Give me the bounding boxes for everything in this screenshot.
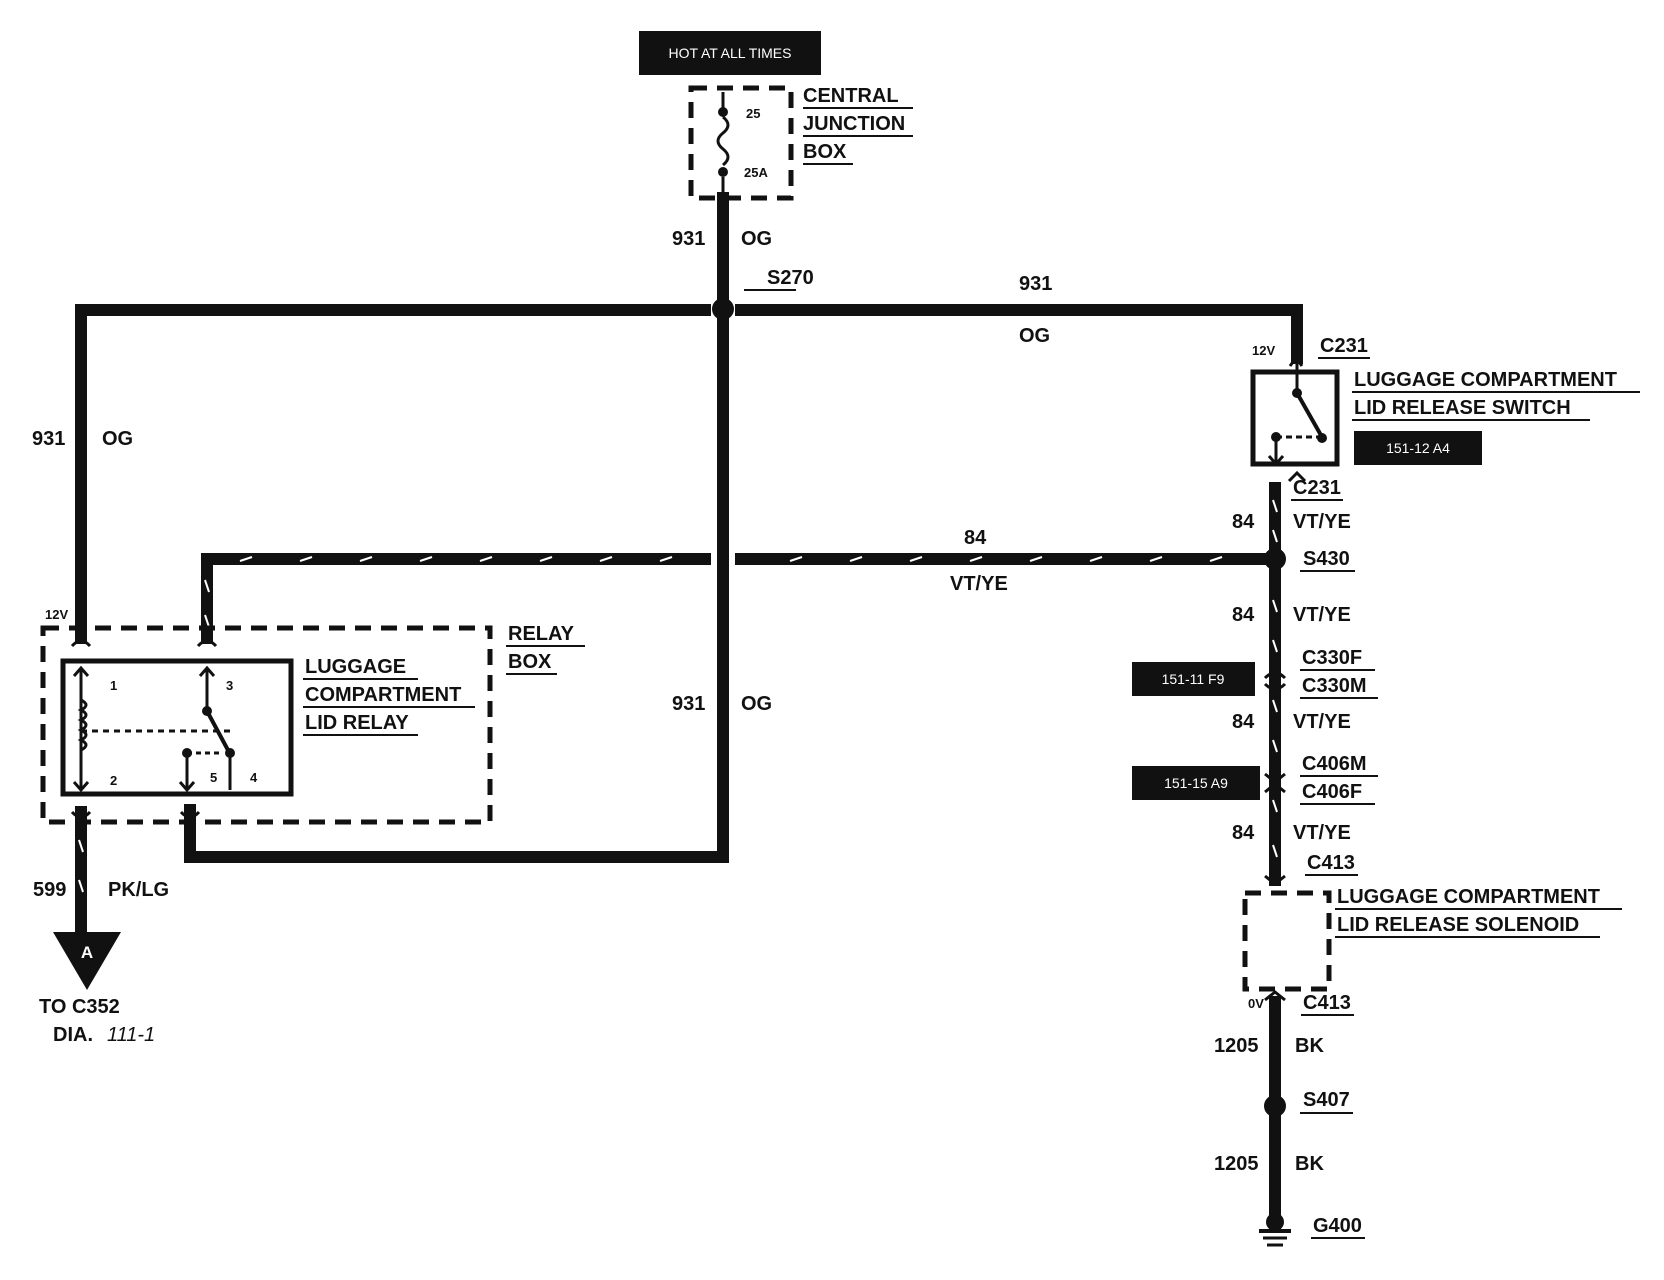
connector-c330m-label: C330M — [1302, 675, 1366, 697]
wire-84-num-4: 84 — [1232, 822, 1255, 844]
offpage-dia-label: DIA. — [53, 1024, 93, 1046]
wire-og-color-top: OG — [741, 228, 772, 250]
wire-vtye-color-horizontal: VT/YE — [950, 573, 1008, 595]
switch-ref-tag: 151-12 A4 — [1354, 431, 1482, 465]
connector-c330f-label: C330F — [1302, 647, 1362, 669]
wire-vtye-color-2: VT/YE — [1293, 604, 1351, 626]
wire-84-num-2: 84 — [1232, 604, 1255, 626]
wire-599-num: 599 — [33, 879, 66, 901]
offpage-marker: A — [81, 943, 93, 962]
wire-1205-num-2: 1205 — [1214, 1153, 1259, 1175]
c406-ref-tag: 151-15 A9 — [1132, 766, 1260, 800]
wire-og-color-left: OG — [102, 428, 133, 450]
wire-bk-color-1: BK — [1295, 1035, 1324, 1057]
c330-ref-tag: 151-11 F9 — [1132, 662, 1255, 696]
relay-box-title-2: BOX — [508, 651, 552, 673]
wire-84-num-1: 84 — [1232, 511, 1255, 533]
relay-pin-5: 5 — [210, 770, 217, 785]
hot-at-all-times-tag: HOT AT ALL TIMES — [639, 31, 821, 75]
offpage-connector-a: A — [53, 932, 121, 990]
connector-c330 — [1263, 671, 1287, 691]
wire-931-num-left: 931 — [32, 428, 65, 450]
solenoid-title-2: LID RELEASE SOLENOID — [1337, 914, 1579, 936]
wire-pklg-color: PK/LG — [108, 879, 169, 901]
relay-title-1: LUGGAGE — [305, 656, 406, 678]
wire-vtye-color-1: VT/YE — [1293, 511, 1351, 533]
hot-at-all-times-label: HOT AT ALL TIMES — [669, 45, 792, 61]
c330-ref-label: 151-11 F9 — [1162, 671, 1225, 687]
connector-c413-label-bottom: C413 — [1303, 992, 1351, 1014]
wire-84-num-horizontal: 84 — [964, 527, 987, 549]
relay-box-title-1: RELAY — [508, 623, 575, 645]
relay-title-2: COMPARTMENT — [305, 684, 461, 706]
connector-c406m-label: C406M — [1302, 753, 1366, 775]
relay-title-3: LID RELAY — [305, 712, 409, 734]
wire-vtye-color-4: VT/YE — [1293, 822, 1351, 844]
fuse-rating: 25A — [744, 165, 768, 180]
connector-c406f-label: C406F — [1302, 781, 1362, 803]
central-junction-box: 25 25A — [688, 85, 794, 201]
lid-release-switch — [1250, 355, 1340, 467]
switch-ref-label: 151-12 A4 — [1386, 440, 1450, 456]
wire-931-og — [75, 192, 1303, 863]
wire-og-color-mid: OG — [741, 693, 772, 715]
solenoid-voltage: 0V — [1248, 996, 1264, 1011]
central-junction-title-1: CENTRAL — [803, 85, 899, 107]
splice-s407-dot — [1264, 1095, 1286, 1117]
offpage-to-label: TO C352 — [39, 996, 120, 1018]
c406-ref-label: 151-15 A9 — [1164, 775, 1228, 791]
fuse-number: 25 — [746, 106, 760, 121]
switch-voltage: 12V — [1252, 343, 1275, 358]
central-junction-box-title: CENTRAL JUNCTION BOX — [803, 85, 913, 165]
switch-title-1: LUGGAGE COMPARTMENT — [1354, 369, 1617, 391]
splice-s270-label: S270 — [767, 267, 814, 289]
solenoid-title-1: LUGGAGE COMPARTMENT — [1337, 886, 1600, 908]
ground-symbol — [1259, 1213, 1291, 1247]
connector-c406 — [1264, 772, 1286, 794]
switch-title-2: LID RELEASE SWITCH — [1354, 397, 1571, 419]
wire-vtye-color-3: VT/YE — [1293, 711, 1351, 733]
wire-599-pklg — [75, 806, 87, 936]
relay-pin-4: 4 — [250, 770, 258, 785]
switch-connector-top: C231 — [1320, 335, 1368, 357]
lid-release-solenoid — [1242, 890, 1332, 992]
wire-931-num-mid: 931 — [672, 693, 705, 715]
wire-931-num-right: 931 — [1019, 273, 1052, 295]
central-junction-title-3: BOX — [803, 141, 847, 163]
wire-bk-color-2: BK — [1295, 1153, 1324, 1175]
splice-s430-label: S430 — [1303, 548, 1350, 570]
relay-box-outline — [40, 625, 493, 825]
relay-voltage: 12V — [45, 607, 68, 622]
splice-s430-dot — [1264, 548, 1286, 570]
relay-box-connectors — [70, 639, 218, 819]
switch-input-arrow — [1287, 470, 1307, 483]
wire-931-num-top: 931 — [672, 228, 705, 250]
splice-s407-label: S407 — [1303, 1089, 1350, 1111]
relay-pin-3: 3 — [226, 678, 233, 693]
wire-1205-num-1: 1205 — [1214, 1035, 1259, 1057]
connector-c413-bottom — [1264, 990, 1286, 1002]
central-junction-title-2: JUNCTION — [803, 113, 905, 135]
ground-g400-label: G400 — [1313, 1215, 1362, 1237]
relay-pin-2: 2 — [110, 773, 117, 788]
relay-pin-1: 1 — [110, 678, 117, 693]
connector-c413-top — [1264, 874, 1286, 886]
offpage-dia-ref: 111-1 — [107, 1024, 155, 1046]
lid-relay — [60, 658, 294, 797]
splice-s270-dot — [712, 298, 734, 320]
wire-og-color-right: OG — [1019, 325, 1050, 347]
wire-84-num-3: 84 — [1232, 711, 1255, 733]
switch-connector-bottom: C231 — [1293, 477, 1341, 499]
connector-c413-label-top: C413 — [1307, 852, 1355, 874]
